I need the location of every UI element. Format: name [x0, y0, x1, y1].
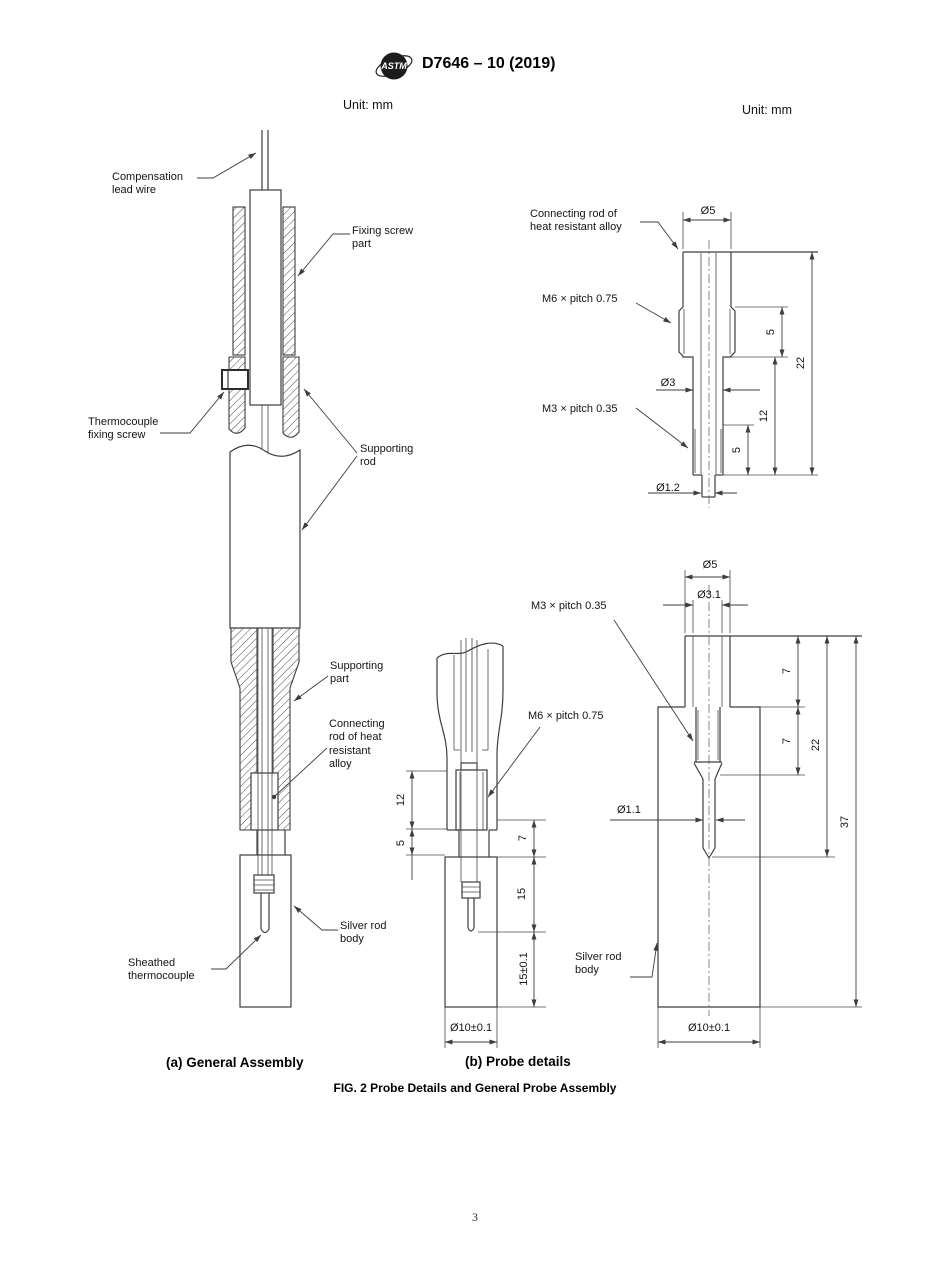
dim-tr-5a: 5 — [765, 328, 777, 336]
label-sheathed-thermocouple: Sheathed thermocouple — [128, 957, 195, 983]
caption-general-assembly: (a) General Assembly — [166, 1055, 304, 1070]
dim-b-5: 5 — [395, 839, 407, 847]
dim-br-dia3-1: Ø3.1 — [697, 589, 721, 601]
dim-br-22: 22 — [810, 738, 822, 752]
label-supporting-rod: Supporting rod — [360, 443, 414, 469]
caption-probe-details: (b) Probe details — [465, 1054, 571, 1069]
dim-tr-dia3: Ø3 — [660, 377, 676, 389]
dim-br-dia5: Ø5 — [702, 559, 718, 571]
label-supporting-part: Supporting part — [330, 660, 384, 686]
dim-tr-22: 22 — [795, 356, 807, 370]
dim-br-7a: 7 — [781, 667, 793, 675]
general-assembly-drawing — [160, 130, 358, 1008]
dim-br-37: 37 — [839, 815, 851, 829]
unit-label-right: Unit: mm — [742, 103, 792, 117]
astm-logo-icon: ASTM — [375, 52, 413, 80]
probe-details-drawing — [406, 619, 694, 1048]
dim-tr-dia1-2: Ø1.2 — [656, 482, 680, 494]
silver-rod-detail-drawing — [610, 570, 862, 1048]
label-silver-rod-body-a: Silver rod body — [340, 920, 387, 946]
label-m6-pitch-tr: M6 × pitch 0.75 — [542, 293, 618, 305]
dim-tr-5b: 5 — [731, 446, 743, 454]
dim-tr-12: 12 — [758, 409, 770, 423]
dim-b-15tol: 15±0.1 — [518, 952, 530, 986]
standard-title: D7646 – 10 (2019) — [422, 55, 556, 72]
dim-b-12: 12 — [395, 793, 407, 807]
label-connecting-rod: Connecting rod of heat resistant alloy — [329, 718, 385, 771]
dim-tr-dia5: Ø5 — [700, 205, 716, 217]
label-silver-rod-body-br: Silver rod body — [575, 951, 622, 977]
figure-caption: FIG. 2 Probe Details and General Probe A… — [333, 1081, 617, 1095]
unit-label-left: Unit: mm — [343, 98, 393, 112]
dim-br-dia10: Ø10±0.1 — [687, 1022, 731, 1034]
connecting-rod-detail-drawing — [635, 212, 818, 508]
label-thermocouple-fixing-screw: Thermocouple fixing screw — [88, 416, 159, 442]
label-m3-pitch-tr: M3 × pitch 0.35 — [542, 403, 618, 415]
dim-br-dia1-1: Ø1.1 — [617, 804, 641, 816]
page-number: 3 — [472, 1210, 478, 1224]
astm-logo-text: ASTM — [380, 61, 407, 71]
dim-b-7: 7 — [517, 834, 529, 842]
dim-b-15: 15 — [516, 887, 528, 901]
label-m6-pitch-b: M6 × pitch 0.75 — [528, 710, 604, 722]
dim-br-7b: 7 — [781, 737, 793, 745]
label-fixing-screw-part: Fixing screw part — [352, 225, 414, 251]
label-m3-pitch: M3 × pitch 0.35 — [531, 600, 607, 612]
label-connecting-rod-detail: Connecting rod of heat resistant alloy — [530, 208, 622, 234]
dim-b-dia10: Ø10±0.1 — [449, 1022, 493, 1034]
label-compensation-lead-wire: Compensation lead wire — [112, 171, 183, 197]
